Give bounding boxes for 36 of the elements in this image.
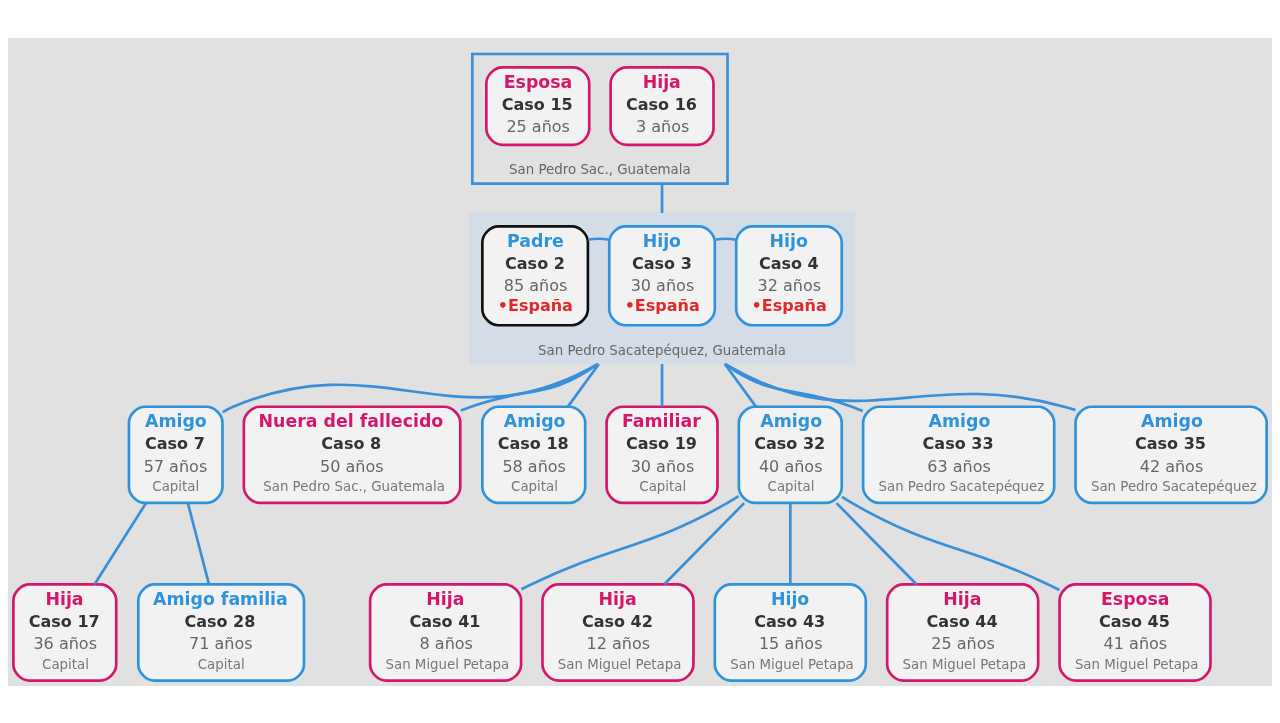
connector <box>663 501 746 585</box>
connector <box>788 502 792 584</box>
node-box: Amigo Caso 7 57 años Capital <box>127 404 224 504</box>
node-box: Esposa Caso 15 25 años <box>485 65 591 146</box>
node-box: Amigo Caso 32 40 años Capital <box>737 404 844 504</box>
node-box: Familiar Caso 19 30 años Capital <box>605 404 719 504</box>
connector <box>587 236 610 241</box>
node-box: Hija Caso 42 12 años San Miguel Petapa <box>541 582 695 682</box>
node-box: Hija Caso 44 25 años San Miguel Petapa <box>885 582 1040 682</box>
connector <box>835 501 918 585</box>
connector <box>724 362 864 412</box>
connector <box>724 362 1076 411</box>
connector <box>660 183 664 213</box>
node-box: Hija Caso 16 3 años <box>609 65 715 146</box>
node-box: Padre Caso 2 85 años •España <box>481 224 590 327</box>
node-box: Amigo familia Caso 28 71 años Capital <box>136 582 306 682</box>
node-box: Amigo Caso 35 42 años San Pedro Sacatepéquez <box>1074 404 1268 504</box>
connector <box>186 502 211 585</box>
connector <box>93 501 148 585</box>
connector <box>660 363 664 407</box>
connector <box>841 495 1061 591</box>
connector <box>460 362 599 412</box>
node-box: Hija Caso 41 8 años San Miguel Petapa <box>368 582 523 682</box>
connector <box>714 236 737 241</box>
node-box: Hijo Caso 43 15 años San Miguel Petapa <box>713 582 868 682</box>
connector <box>222 362 599 413</box>
node-box: Hijo Caso 4 32 años •España <box>734 224 844 327</box>
node-box: Hijo Caso 3 30 años •España <box>607 224 717 327</box>
connector <box>566 362 600 407</box>
node-box: Hija Caso 17 36 años Capital <box>12 582 118 682</box>
node-box: Nuera del fallecido Caso 8 50 años San Pedro Sac., Guatemala <box>242 404 462 504</box>
node-box: Amigo Caso 18 58 años Capital <box>481 404 587 504</box>
connector <box>520 494 740 590</box>
node-box: Esposa Caso 45 41 años San Miguel Petapa <box>1058 582 1212 682</box>
node-box: Amigo Caso 33 63 años San Pedro Sacatepéquez <box>861 404 1056 504</box>
connector <box>723 362 758 407</box>
